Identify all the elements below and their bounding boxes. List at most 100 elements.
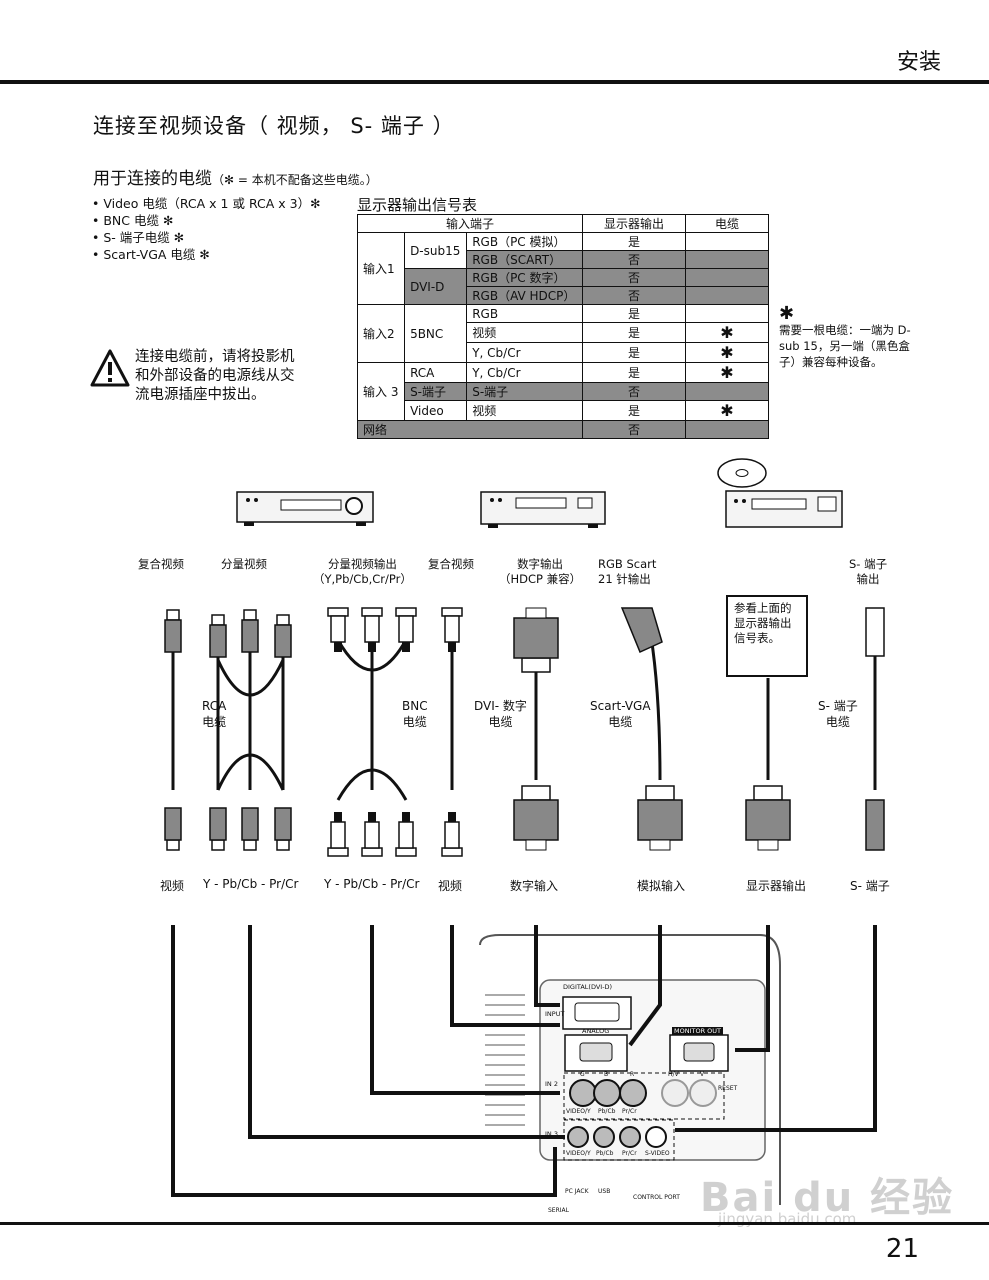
table-cell-out: 是	[582, 232, 686, 251]
panel-r: R	[630, 1071, 635, 1078]
cables-heading: 用于连接的电缆（✻ = 本机不配备这些电缆。）	[93, 164, 378, 189]
panel-hv: H/V	[668, 1071, 679, 1078]
bottom-rule	[0, 1222, 989, 1225]
table-title: 显示器输出信号表	[357, 196, 478, 214]
device-label: RGB Scart 21 针输出	[598, 557, 657, 586]
sub-dvid: DVI-D	[404, 268, 468, 305]
table-cell-signal: Y, Cb/Cr	[466, 362, 583, 383]
device-label: 分量视频输出 （Y,Pb/Cb,Cr/Pr）	[313, 557, 412, 586]
table-cell-cable	[685, 268, 769, 287]
page-title: 连接至视频设备（ 视频， S- 端子 ）	[93, 114, 455, 138]
panel-in3: IN 3	[545, 1130, 558, 1138]
table-cell-signal: Y, Cb/Cr	[466, 342, 583, 363]
sub-sterm: S-端子	[404, 382, 468, 401]
panel-v: V	[700, 1071, 705, 1078]
watermark-brand: Bai du 经验	[700, 1175, 955, 1221]
panel-input: INPUT	[545, 1010, 565, 1018]
input-label: 模拟输入	[637, 879, 686, 893]
panel-video-y: VIDEO/Y	[566, 1108, 591, 1115]
monitor-output-table: 输入端子 显示器输出 电缆 输入1 D-sub15 RGB（PC 模拟） 是 R…	[356, 214, 769, 439]
sub-rca: RCA	[404, 362, 468, 383]
table-cell-signal: 视频	[466, 322, 583, 343]
sub-bnc: 5BNC	[404, 304, 468, 363]
panel-digital: DIGITAL(DVI-D)	[563, 983, 613, 991]
sub-dsub15: D-sub15	[404, 232, 468, 269]
panel-b: B	[604, 1071, 609, 1078]
projector-rear-panel	[171, 925, 877, 1205]
panel-video-y-3: VIDEO/Y	[566, 1150, 591, 1157]
panel-monitor-out: MONITOR OUT	[672, 1027, 724, 1035]
table-cell-cable	[685, 250, 769, 269]
device-label: 分量视频	[221, 557, 267, 571]
table-cell-signal: S-端子	[466, 382, 583, 401]
input-label: 视频	[438, 879, 463, 893]
table-cell-out: 否	[582, 382, 686, 401]
table-header-output: 显示器输出	[582, 214, 686, 233]
table-cell-out: 是	[582, 342, 686, 363]
cables-heading-note: （✻ = 本机不配备这些电缆。）	[212, 173, 378, 187]
device-label: 数字输出 （HDCP 兼容）	[499, 557, 582, 586]
note-text: 需要一根电缆：一端为 D-sub 15，另一端（黑色盒子）兼容每种设备。	[779, 323, 911, 369]
table-cell-cable	[685, 382, 769, 401]
section-title: 安装	[896, 50, 941, 75]
table-cell-cable	[685, 286, 769, 305]
table-cell-cable	[685, 304, 769, 323]
input-label: 数字输入	[510, 879, 559, 893]
sub-video: Video	[404, 400, 468, 421]
table-cell-cable: ✱	[685, 400, 769, 421]
panel-prcr: Pr/Cr	[622, 1108, 637, 1115]
cable-item: Video 电缆（RCA x 1 或 RCA x 3）✻	[92, 195, 320, 212]
cable-label: Scart-VGA 电缆	[590, 699, 651, 729]
input-label: 视频	[160, 879, 185, 893]
panel-serial: SERIAL	[548, 1207, 569, 1214]
cable-item: BNC 电缆 ✻	[92, 212, 321, 229]
panel-analog: ANALOG	[582, 1027, 610, 1035]
cable-item: Scart-VGA 电缆 ✻	[92, 246, 321, 263]
table-cell-cable	[685, 232, 769, 251]
reference-box: 参看上面的显示器输出信号表。	[726, 595, 808, 677]
cable-label: S- 端子 电缆	[818, 699, 858, 729]
table-cell-out: 是	[582, 304, 686, 323]
group-input1: 输入1	[356, 232, 406, 305]
input-label: S- 端子	[850, 879, 890, 893]
note-star: ✱	[779, 303, 795, 324]
vcr-device-icon	[236, 491, 374, 526]
panel-pcjack: PC JACK	[565, 1188, 589, 1195]
input-label: Y - Pb/Cb - Pr/Cr	[203, 877, 299, 891]
table-cell-out: 否	[582, 420, 686, 439]
input-label: 显示器输出	[746, 879, 807, 893]
dvd-player-icon	[480, 491, 606, 528]
table-header-input: 输入端子	[357, 214, 583, 233]
panel-pbcb: Pb/Cb	[598, 1108, 616, 1115]
panel-reset: RESET	[718, 1085, 738, 1092]
table-cell-signal: RGB（AV HDCP）	[466, 286, 583, 305]
panel-prcr-3: Pr/Cr	[622, 1150, 637, 1157]
table-cell-signal: 视频	[466, 400, 583, 421]
panel-control: CONTROL PORT	[633, 1194, 680, 1201]
cables-heading-main: 用于连接的电缆	[93, 169, 212, 189]
table-cell-out: 否	[582, 286, 686, 305]
panel-svideo: S-VIDEO	[645, 1150, 670, 1157]
cable-label: BNC 电缆	[402, 699, 428, 729]
cable-label: RCA 电缆	[202, 699, 227, 729]
table-cell-cable: ✱	[685, 342, 769, 363]
table-cell-cable	[685, 420, 769, 439]
table-cell-cable: ✱	[685, 362, 769, 383]
table-cell-cable: ✱	[685, 322, 769, 343]
table-cell-out: 是	[582, 322, 686, 343]
group-input2: 输入2	[356, 304, 406, 363]
top-rule	[0, 80, 989, 84]
table-cell-out: 是	[582, 362, 686, 383]
cable-item: S- 端子电缆 ✻	[92, 229, 321, 246]
panel-usb: USB	[598, 1188, 611, 1195]
panel-g: G	[580, 1071, 585, 1078]
warning-text: 连接电缆前，请将投影机和外部设备的电源线从交流电源插座中拔出。	[135, 349, 295, 403]
panel-pbcb-3: Pb/Cb	[596, 1150, 614, 1157]
table-cell-out: 是	[582, 400, 686, 421]
panel-in2: IN 2	[545, 1080, 558, 1088]
watermark-url: jingyan.baidu.com	[718, 1210, 857, 1228]
cables-diagram	[164, 607, 885, 857]
group-input3: 输入 3	[356, 362, 406, 421]
cable-label: DVI- 数字 电缆	[474, 699, 527, 729]
page-number: 21	[885, 1234, 919, 1264]
